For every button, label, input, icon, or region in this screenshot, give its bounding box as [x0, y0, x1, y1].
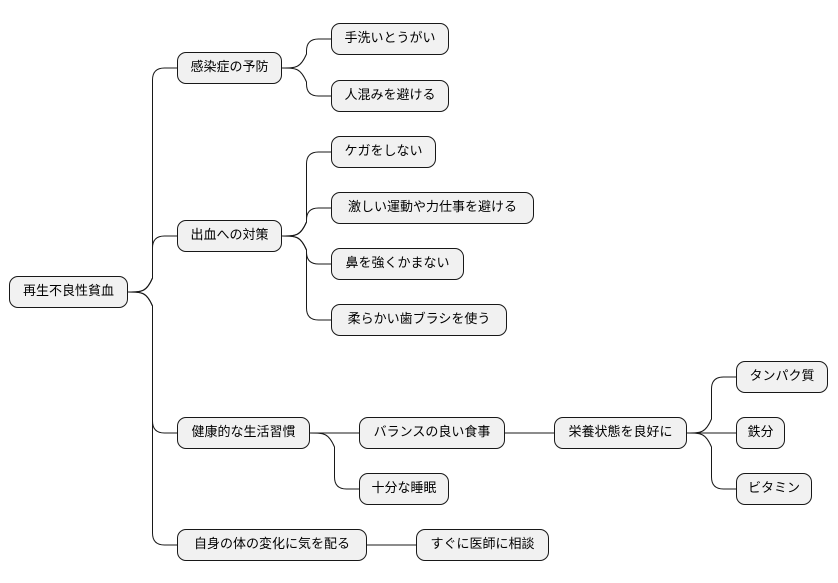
connector-nutrition-vitamin — [686, 432, 736, 490]
node-sleep: 十分な睡眠 — [359, 473, 449, 505]
node-protein: タンパク質 — [736, 361, 828, 393]
connector-habits-sleep — [309, 432, 359, 490]
node-healthy-habits: 健康的な生活習慣 — [177, 417, 310, 449]
node-infection-prevention: 感染症の予防 — [177, 52, 282, 84]
connector-bleeding-injury — [281, 151, 331, 237]
node-avoid-injury: ケガをしない — [331, 136, 436, 168]
node-avoid-crowds: 人混みを避ける — [331, 80, 449, 112]
node-iron: 鉄分 — [736, 417, 785, 449]
node-consult-doctor: すぐに医師に相談 — [416, 529, 549, 561]
connector-root-bleeding — [127, 235, 177, 293]
connector-infection-handwash — [281, 38, 331, 69]
node-nose: 鼻を強くかまない — [331, 248, 464, 280]
node-body-changes: 自身の体の変化に気を配る — [177, 529, 367, 561]
node-avoid-exercise: 激しい運動や力仕事を避ける — [331, 192, 534, 224]
connector-bleeding-toothbrush — [281, 235, 331, 321]
node-vitamin: ビタミン — [736, 473, 812, 505]
connector-infection-crowd — [281, 67, 331, 97]
node-bleeding-countermeasures: 出血への対策 — [177, 220, 282, 252]
node-nutrition: 栄養状態を良好に — [554, 417, 687, 449]
node-toothbrush: 柔らかい歯ブラシを使う — [331, 304, 507, 336]
root-node: 再生不良性貧血 — [9, 276, 128, 308]
node-handwash: 手洗いとうがい — [331, 23, 449, 55]
connector-nutrition-protein — [686, 376, 736, 434]
node-balanced-diet: バランスの良い食事 — [359, 417, 505, 449]
connector-bleeding-exercise — [281, 207, 331, 237]
connector-root-body — [127, 291, 177, 546]
